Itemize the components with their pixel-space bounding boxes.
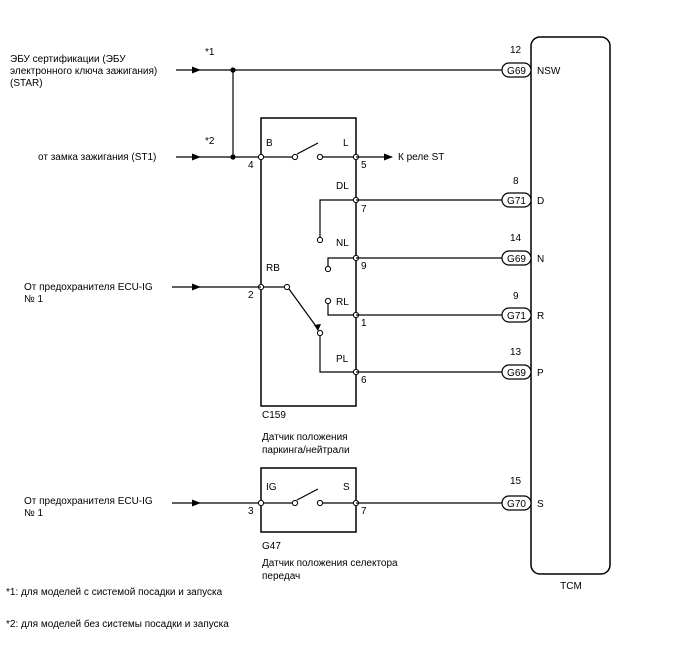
wire-pl-inner (319, 333, 356, 373)
tcm-label: TCM (560, 581, 582, 592)
park-neutral-switch-box (260, 117, 357, 407)
connector-pin: 12 (510, 45, 522, 56)
source-fuse-label-1-line1: От предохранителя ECU-IG (24, 282, 153, 293)
connector-code: G70 (507, 499, 526, 510)
pin-7-label: 7 (361, 204, 367, 215)
contact-nl-label: NL (336, 238, 349, 249)
selector-sensor-name-line2: передач (262, 571, 300, 582)
contact-nl-terminal (324, 265, 332, 273)
pin-2-label: 2 (248, 290, 254, 301)
selector-pin-3-label: 3 (248, 506, 254, 517)
connector-signal: R (537, 311, 544, 322)
contact-rb-label: RB (266, 263, 280, 274)
switch-ig-s-blade (296, 488, 319, 501)
switch-rb-blade (288, 288, 319, 330)
connector-code: G69 (507, 66, 526, 77)
pin-1-label: 1 (361, 318, 367, 329)
tcm-connector-s: G70 15 S (501, 476, 544, 511)
connector-code: G69 (507, 254, 526, 265)
wire-rl-inner (327, 302, 356, 316)
connector-capsule (501, 364, 532, 380)
contact-s-label: S (343, 482, 350, 493)
connector-pin: 13 (510, 347, 522, 358)
pin-9-label: 9 (361, 261, 367, 272)
park-neutral-switch-code: C159 (262, 410, 286, 421)
contact-b-label: B (266, 138, 273, 149)
source-fuse-label-2-line1: От предохранителя ECU-IG (24, 496, 153, 507)
selector-pin-7-label: 7 (361, 506, 367, 517)
switch-l-contact (316, 153, 324, 161)
connector-pin: 9 (513, 291, 519, 302)
contact-pl-terminal (316, 329, 324, 337)
tcm-connector-r: G71 9 R (501, 291, 544, 323)
switch-rb-contact (283, 283, 291, 291)
connector-pin: 8 (513, 176, 519, 187)
tcm-connector-nsw: G69 12 NSW (501, 45, 561, 78)
connector-capsule (501, 307, 532, 323)
source-star-label-line2: электронного ключа зажигания) (10, 66, 157, 77)
contact-l-label: L (343, 138, 349, 149)
contact-pl-label: PL (336, 354, 349, 365)
source-ignition-switch-label: от замка зажигания (ST1) (38, 152, 156, 163)
connector-capsule (501, 495, 532, 511)
contact-rl-terminal (324, 297, 332, 305)
wire-dl-inner (319, 199, 356, 239)
source-fuse-label-1-line2: № 1 (24, 294, 44, 305)
selector-sensor-name-line1: Датчик положения селектора (262, 558, 398, 569)
tcm-box (530, 36, 611, 575)
selector-sensor-code: G47 (262, 541, 281, 552)
selector-position-sensor-box (260, 467, 357, 533)
switch-ig-contact (291, 499, 299, 507)
footnote-mark-2: *2 (205, 136, 215, 147)
pin-3-terminal (257, 499, 265, 507)
tcm-connector-d: G71 8 D (501, 176, 544, 208)
connector-pin: 14 (510, 233, 522, 244)
footnote-2: *2: для моделей без системы посадки и за… (6, 618, 229, 630)
connector-capsule (501, 62, 532, 78)
switch-rb-arrowhead (314, 324, 321, 331)
park-neutral-switch-name-line1: Датчик положения (262, 432, 348, 443)
contact-ig-label: IG (266, 482, 277, 493)
tcm-connector-n: G69 14 N (501, 233, 544, 266)
switch-s-contact (316, 499, 324, 507)
park-neutral-switch-name-line2: паркинга/нейтрали (262, 445, 350, 456)
tcm-connector-p: G69 13 P (501, 347, 544, 380)
connector-signal: N (537, 254, 544, 265)
junction-dot-top (230, 67, 236, 73)
contact-rl-label: RL (336, 297, 349, 308)
source-star-label-line1: ЭБУ сертификации (ЭБУ (10, 53, 126, 65)
pin-5-label: 5 (361, 160, 367, 171)
switch-b-l-blade (296, 142, 319, 155)
connector-capsule (501, 192, 532, 208)
connector-code: G71 (507, 311, 526, 322)
source-star-label-line3: (STAR) (10, 78, 43, 89)
connector-signal: D (537, 196, 544, 207)
connector-signal: P (537, 368, 544, 379)
contact-dl-terminal (316, 236, 324, 244)
contact-dl-label: DL (336, 181, 349, 192)
switch-b-contact (291, 153, 299, 161)
wire-nl-inner (327, 257, 356, 268)
connector-code: G71 (507, 196, 526, 207)
connector-pin: 15 (510, 476, 522, 487)
pin-4-terminal (257, 153, 265, 161)
connector-code: G69 (507, 368, 526, 379)
footnote-mark-1: *1 (205, 47, 215, 58)
to-st-relay-label: К реле ST (398, 152, 444, 163)
connector-signal: NSW (537, 66, 561, 77)
footnote-1: *1: для моделей с системой посадки и зап… (6, 587, 223, 598)
connector-capsule (501, 250, 532, 266)
pin-4-label: 4 (248, 160, 254, 171)
pin-6-label: 6 (361, 375, 367, 386)
connector-signal: S (537, 499, 544, 510)
source-fuse-label-2-line2: № 1 (24, 508, 44, 519)
